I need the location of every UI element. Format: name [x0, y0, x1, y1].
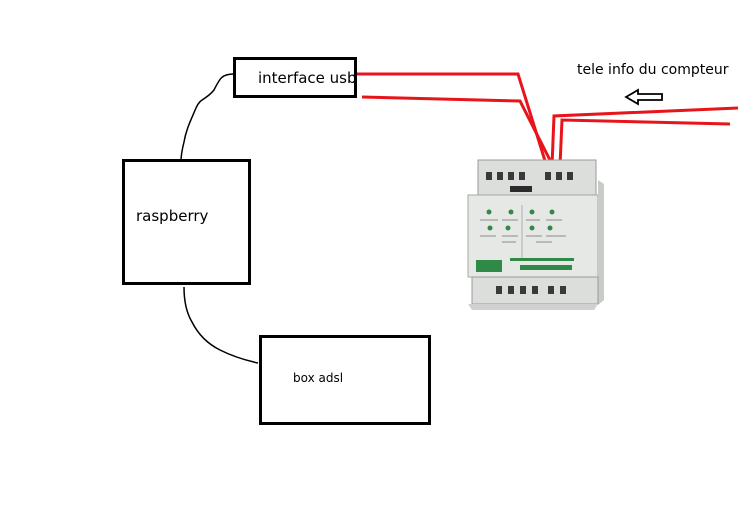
interface-usb-box: interface usb: [233, 57, 357, 98]
raspberry-label: raspberry: [136, 207, 209, 225]
red-wire-meter-1: [550, 106, 739, 167]
tele-info-label: tele info du compteur: [577, 62, 729, 78]
box-adsl-label: box adsl: [293, 371, 344, 385]
arrow-left-icon: [624, 88, 663, 106]
delta-dore-logo: [476, 260, 502, 272]
red-wire-lower: [361, 95, 555, 167]
red-wire-meter-2: [558, 118, 731, 167]
box-adsl-box: box adsl: [259, 335, 431, 425]
cable-interface-to-raspberry: [180, 73, 235, 162]
interface-usb-label: interface usb: [258, 69, 357, 87]
cable-raspberry-to-box: [183, 286, 259, 364]
raspberry-box: raspberry: [122, 159, 251, 285]
